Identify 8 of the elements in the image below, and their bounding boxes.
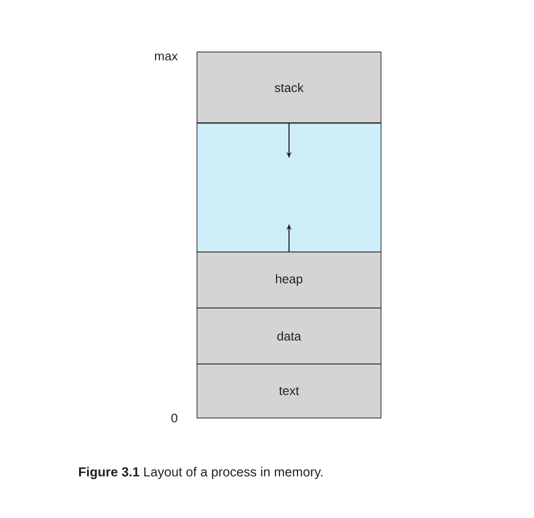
address-label: 0: [171, 414, 178, 422]
free-memory-region: [196, 122, 382, 252]
memory-segment: stack: [196, 52, 382, 124]
memory-segment: heap: [196, 252, 382, 308]
figure-caption: Figure 3.1 Layout of a process in memory.: [79, 466, 322, 480]
memory-segment: text: [196, 364, 382, 418]
address-label: max: [155, 54, 178, 60]
memory-segment: data: [196, 308, 382, 364]
